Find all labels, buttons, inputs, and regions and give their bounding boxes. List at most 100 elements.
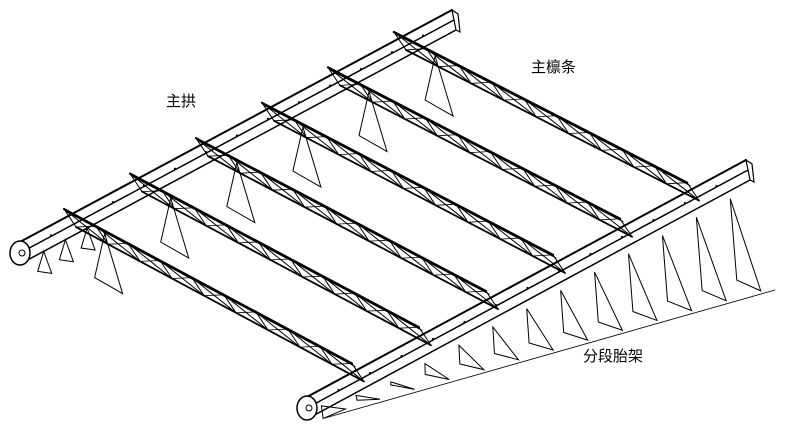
truss-vertical: [523, 98, 537, 118]
main-arch-label: 主拱: [166, 92, 197, 110]
truss-vertical: [386, 309, 400, 329]
truss-diagonal: [503, 98, 525, 101]
truss-vertical: [354, 292, 368, 312]
truss-vertical: [193, 207, 207, 227]
truss-top-chord: [260, 101, 555, 257]
arch-rivet: [494, 303, 498, 307]
truss-vertical: [390, 169, 404, 189]
truss-vertical: [423, 186, 437, 206]
arch-rivet: [297, 101, 301, 104]
truss-diagonal: [398, 326, 420, 329]
truss-bottom-chord: [273, 119, 566, 274]
truss-diagonal: [171, 277, 193, 279]
truss-vertical: [556, 115, 570, 135]
truss-vertical: [421, 256, 435, 276]
truss-hanger: [94, 231, 124, 295]
truss-diagonal: [534, 184, 556, 187]
truss-diagonal: [433, 273, 455, 276]
arch-rivet: [589, 252, 592, 256]
truss-vertical: [654, 165, 668, 185]
truss-vertical: [159, 260, 173, 280]
arch-end-cap: [451, 8, 461, 34]
truss-vertical: [520, 237, 534, 257]
support-stand: [526, 308, 555, 351]
arch-rivet: [683, 201, 687, 205]
main-arch-back: [9, 8, 461, 266]
support-stand: [390, 381, 415, 390]
truss-top-chord: [194, 137, 488, 293]
truss-diagonal: [467, 220, 489, 223]
truss-top-chord: [62, 207, 354, 365]
main-purlin-trusses: [62, 30, 700, 383]
truss-hanger: [226, 160, 256, 224]
truss-vertical: [223, 294, 237, 314]
truss-vertical: [326, 136, 340, 156]
arch-rivet: [266, 117, 270, 120]
support-stand: [355, 394, 381, 401]
truss-diagonal: [633, 165, 655, 168]
arch-rivet: [368, 371, 372, 375]
truss-top-chord-edge: [264, 105, 557, 259]
arch-rivet: [400, 354, 403, 358]
truss-vertical: [356, 222, 370, 242]
truss-vertical: [293, 119, 307, 139]
arch-rivet: [80, 217, 84, 220]
truss-vertical: [255, 311, 269, 331]
truss-hanger: [292, 125, 322, 189]
truss-hanger: [160, 196, 190, 260]
truss-diagonal: [299, 345, 321, 348]
truss-diagonal: [75, 225, 97, 228]
segment-frame-label: 分段胎架: [583, 347, 644, 365]
truss-top-chord: [128, 172, 421, 329]
truss-diagonal: [270, 258, 291, 261]
truss-vertical: [161, 190, 175, 210]
truss-vertical: [453, 273, 467, 293]
truss-diagonal: [331, 363, 353, 365]
truss-diagonal: [568, 131, 590, 135]
truss-vertical: [487, 220, 501, 240]
truss-diagonal: [139, 260, 161, 262]
truss-diagonal: [405, 48, 427, 51]
truss-diagonal: [336, 222, 358, 225]
truss-diagonal: [404, 117, 426, 120]
truss-diagonal: [600, 148, 623, 151]
truss-diagonal: [338, 153, 360, 155]
truss-bottom-chord: [339, 84, 633, 238]
arch-rivet: [526, 286, 529, 290]
truss-vertical: [522, 167, 536, 187]
arch-rivet: [463, 320, 466, 324]
arch-rivet: [652, 218, 655, 222]
truss-diagonal: [203, 294, 225, 297]
arch-rivet: [390, 51, 394, 54]
truss-vertical: [554, 184, 568, 204]
truss-vertical: [455, 203, 469, 223]
truss-vertical: [225, 224, 239, 244]
truss-diagonal: [239, 171, 261, 174]
truss-vertical: [457, 134, 471, 154]
truss-diagonal: [339, 83, 361, 86]
arch-bottom-edge: [308, 179, 751, 419]
truss-diagonal: [368, 239, 390, 242]
support-stand: [627, 253, 658, 322]
truss-vertical: [587, 201, 601, 221]
truss-diagonal: [372, 100, 394, 103]
truss-vertical: [392, 100, 406, 120]
main-arch-front: [296, 158, 755, 421]
truss-vertical: [424, 117, 438, 137]
truss-diagonal: [499, 237, 522, 240]
truss-diagonal: [370, 170, 392, 172]
truss-top-chord-edge: [396, 34, 691, 187]
arch-bolt-hole: [305, 404, 313, 412]
truss-vertical: [458, 64, 472, 84]
support-stand: [458, 344, 486, 371]
truss-vertical: [489, 150, 503, 170]
truss-vertical: [259, 171, 273, 191]
arch-top-edge: [304, 159, 747, 399]
truss-diagonal: [107, 242, 129, 245]
arch-rivet: [431, 337, 435, 341]
truss-diagonal: [438, 65, 460, 68]
support-stand: [560, 290, 589, 341]
truss-bottom-chord: [75, 226, 365, 383]
truss-top-chord-edge: [330, 69, 624, 223]
truss-diagonal: [207, 154, 229, 157]
